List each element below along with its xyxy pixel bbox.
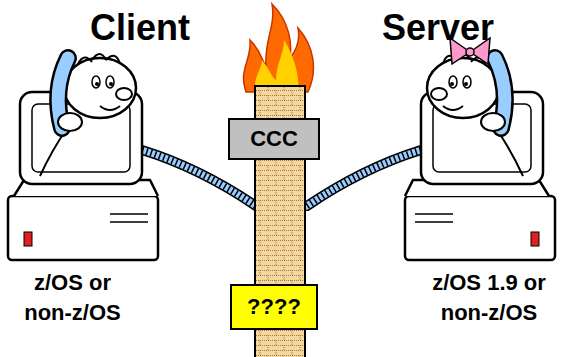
unknown-box: ???? bbox=[230, 284, 318, 330]
platform-label: z/OS or non-z/OS bbox=[10, 268, 135, 327]
box-text: CCC bbox=[250, 126, 298, 152]
gateway-box: CCC bbox=[228, 118, 320, 160]
role-heading: Client bbox=[65, 4, 215, 53]
role-heading: Server bbox=[358, 4, 518, 53]
label-text: Client bbox=[65, 4, 215, 53]
label-text: z/OS 1.9 or non-z/OS bbox=[420, 268, 558, 327]
hair-bow-knot bbox=[466, 48, 474, 56]
client-figure bbox=[8, 54, 256, 260]
server-figure bbox=[307, 54, 555, 260]
fire-flames bbox=[244, 4, 314, 92]
platform-label: z/OS 1.9 or non-z/OS bbox=[420, 268, 558, 327]
label-text: Server bbox=[358, 4, 518, 53]
label-text: z/OS or non-z/OS bbox=[10, 268, 135, 327]
fire-core bbox=[255, 40, 298, 92]
box-text: ???? bbox=[247, 294, 301, 320]
